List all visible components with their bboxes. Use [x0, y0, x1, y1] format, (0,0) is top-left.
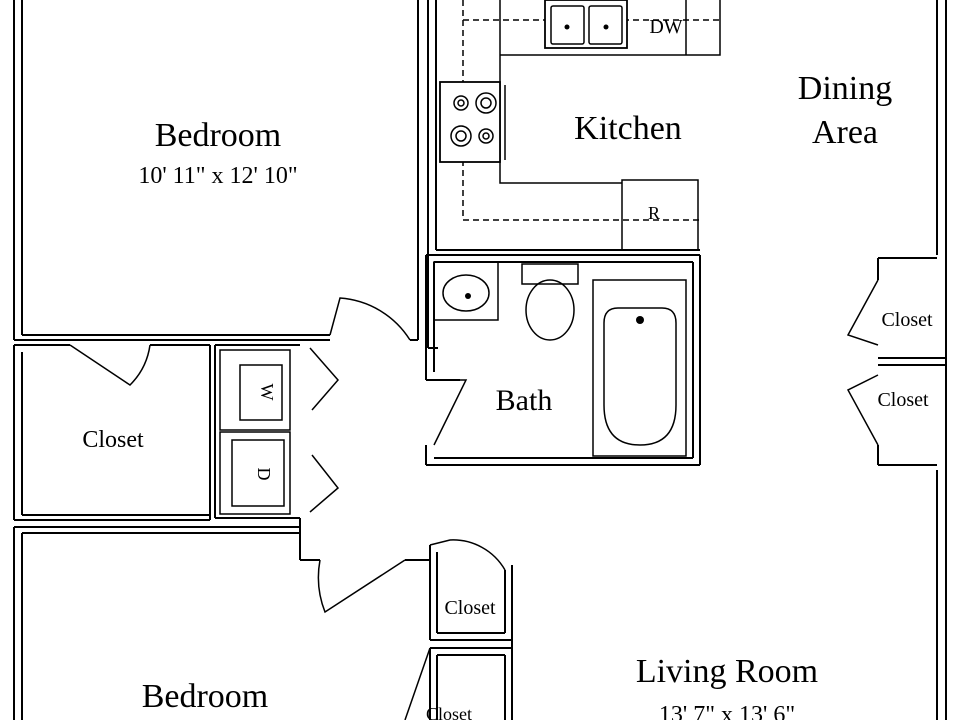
bath-sink-icon — [433, 261, 499, 321]
closet-right-bottom-name: Closet — [877, 389, 929, 411]
dining-line2: Area — [812, 114, 878, 151]
washer-label: W — [257, 384, 277, 401]
living-room-name: Living Room — [636, 653, 818, 690]
closet-left-name: Closet — [82, 427, 144, 453]
bedroom-bottom-name: Bedroom — [142, 678, 269, 715]
laundry — [219, 349, 291, 515]
kitchen-sink-icon — [544, 0, 628, 49]
bedroom-top-name: Bedroom — [155, 117, 282, 154]
closet-mid-top-name: Closet — [444, 597, 496, 619]
doors — [69, 279, 879, 720]
toilet-icon — [521, 263, 579, 341]
refrigerator-label: R — [648, 203, 660, 223]
bathtub-icon — [592, 279, 687, 457]
stove — [439, 81, 501, 163]
dryer — [219, 431, 291, 515]
dining-line1: Dining — [798, 70, 892, 107]
burner-icon — [450, 92, 497, 147]
living-room-size: 13' 7" x 13' 6" — [659, 702, 795, 720]
closet-mid-bottom-name: Closet — [426, 704, 472, 720]
bath-name: Bath — [496, 384, 553, 417]
labels: Bedroom 10' 11" x 12' 10" Kitchen Dining… — [82, 16, 933, 720]
bedroom-top-size: 10' 11" x 12' 10" — [138, 163, 297, 189]
dishwasher-label: DW — [649, 16, 682, 38]
kitchen-counters — [439, 0, 721, 251]
closet-right-top-name: Closet — [881, 309, 933, 331]
kitchen-name: Kitchen — [574, 110, 682, 147]
bath-fixtures — [433, 261, 687, 457]
washer — [219, 349, 291, 431]
walls — [13, 0, 947, 720]
dryer-label: D — [254, 468, 274, 481]
